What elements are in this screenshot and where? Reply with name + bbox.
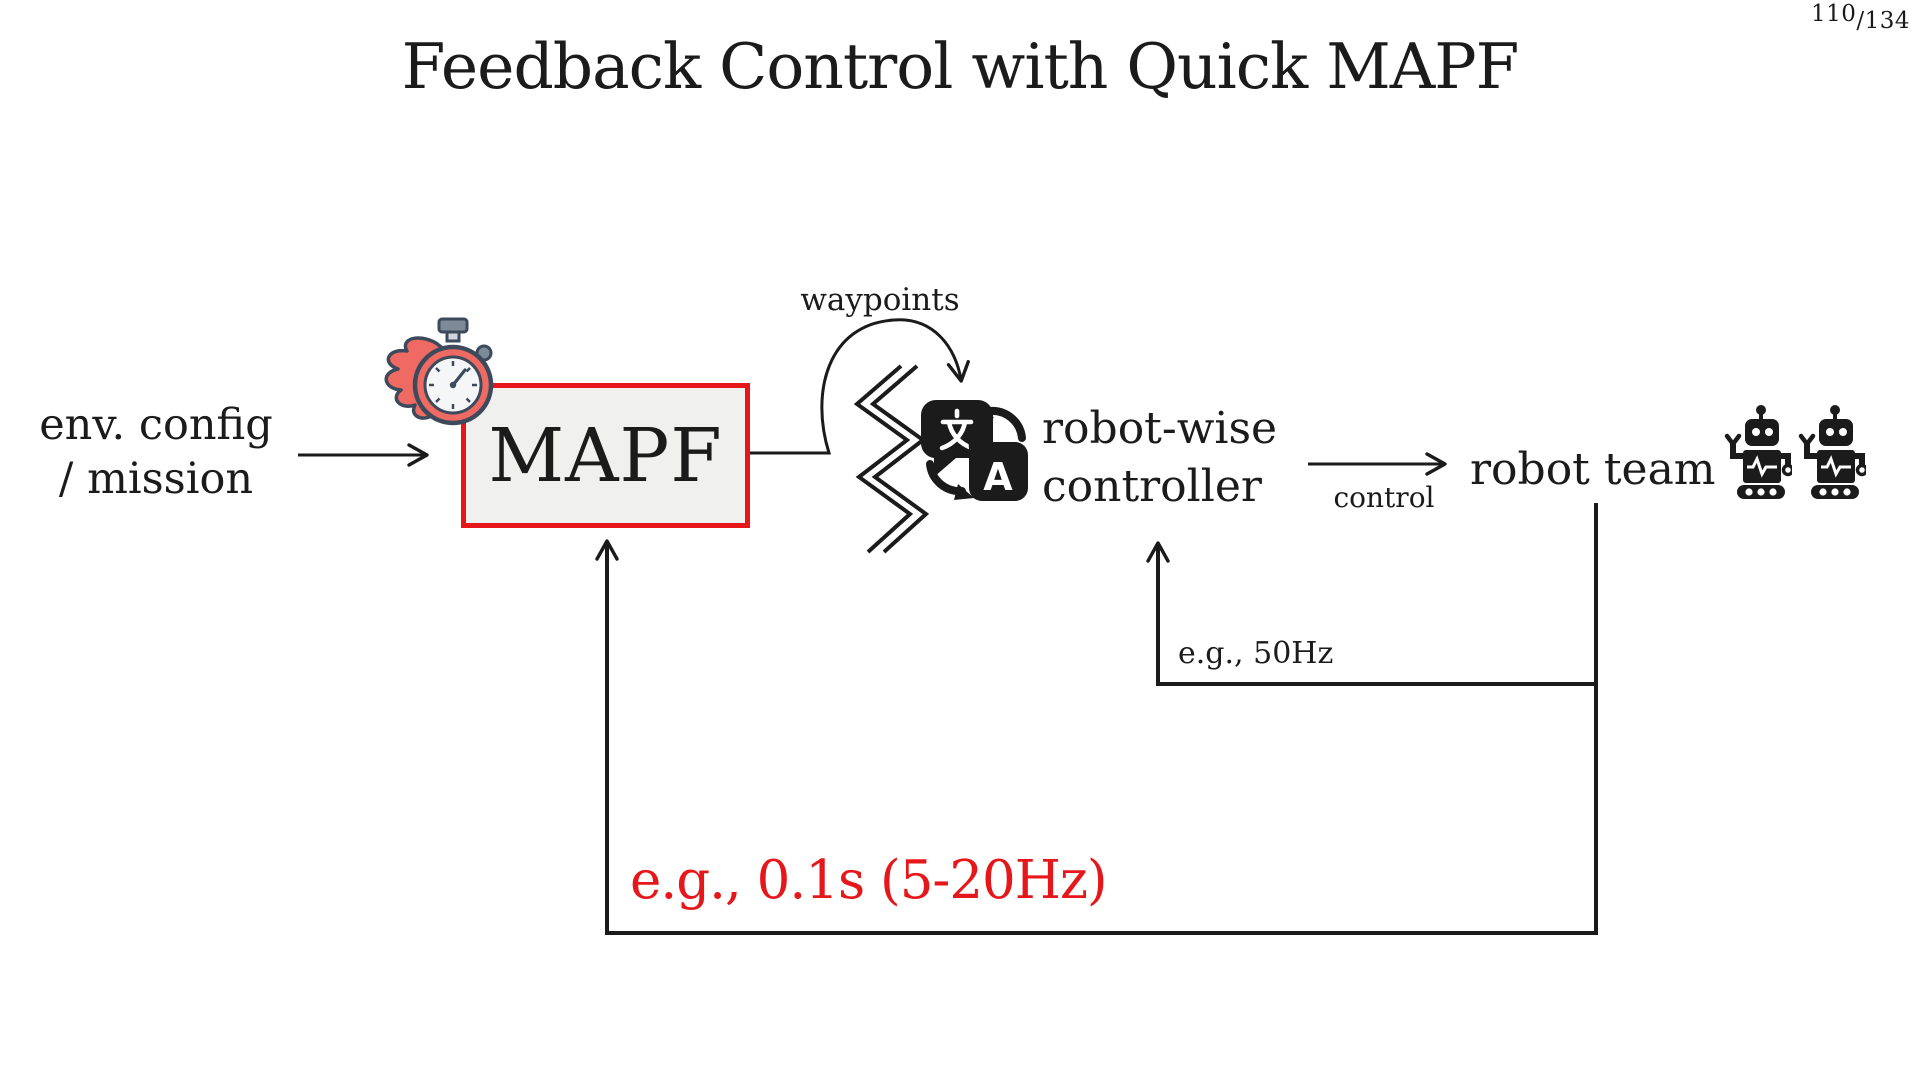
- page-number-current: 110: [1810, 1, 1857, 27]
- stopwatch-top-button: [437, 317, 469, 334]
- translate-a-glyph: A: [983, 455, 1013, 499]
- waypoints-edge-label: waypoints: [800, 282, 960, 318]
- robot-right-arm: [1855, 453, 1865, 465]
- input-label-line1: env. config: [39, 400, 273, 450]
- stopwatch-ticks: [429, 361, 477, 409]
- controller-feedback-line: [1146, 541, 1596, 686]
- control-edge-label: control: [1333, 481, 1435, 514]
- controller-label-line1: robot-wise: [1042, 403, 1278, 454]
- mapf-node-label: MAPF: [488, 412, 723, 499]
- stopwatch-hand: [451, 368, 467, 387]
- translate-icon: A: [920, 400, 1028, 501]
- controller-node-label: robot-wise controller: [1042, 400, 1277, 516]
- robot-right-arm: [1781, 453, 1791, 465]
- speed-stopwatch-icon: [384, 317, 494, 426]
- controller-feedback-label: e.g., 50Hz: [1178, 636, 1334, 671]
- waypoints-arc-arrow: [748, 318, 970, 455]
- robot-team-node-label: robot team: [1470, 444, 1716, 495]
- input-label-line2: / mission: [58, 454, 254, 504]
- input-node-label: env. config / mission: [18, 398, 294, 506]
- robot-icon: [1724, 405, 1792, 499]
- robot-left-claw: [1798, 433, 1816, 447]
- page-number: 110/134: [1811, 1, 1910, 34]
- robot-left-arm: [1804, 444, 1817, 459]
- mapf-feedback-label: e.g., 0.1s (5-20Hz): [630, 850, 1108, 911]
- interruption-zigzag-icon: [853, 364, 930, 554]
- robot-icon: [1798, 405, 1866, 499]
- slide-title: Feedback Control with Quick MAPF: [401, 30, 1520, 103]
- robot-left-arm: [1730, 444, 1743, 459]
- robot-left-claw: [1724, 433, 1742, 447]
- mapf-feedback-line: [595, 503, 1598, 935]
- mapf-node: MAPF: [461, 383, 750, 528]
- page-number-total: /134: [1856, 8, 1910, 34]
- controller-label-line2: controller: [1042, 461, 1262, 512]
